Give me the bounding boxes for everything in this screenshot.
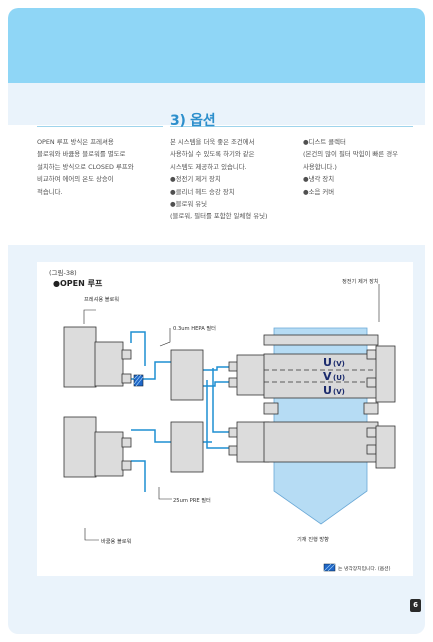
cooling-legend: 는 냉각장치입니다. (옵션) — [323, 563, 391, 572]
bottom-roller-band — [263, 421, 379, 463]
pipe — [203, 366, 229, 371]
direction-label: 기재 진행 방향 — [297, 535, 329, 543]
cooling-device — [133, 374, 144, 387]
text-line: ●디스트 콜렉터 — [303, 138, 346, 146]
text-line: 사용합니다.) — [303, 162, 337, 171]
pipe — [130, 331, 146, 366]
u-label-top: U — [323, 356, 332, 369]
text-line: 설치하는 방식으로 CLOSED 루프와 — [37, 162, 134, 171]
text-line: 비교하여 에어의 온도 상승이 — [37, 175, 114, 184]
pressure-blower-label: 프레셔용 블로워 — [84, 295, 119, 303]
v-label-bottom: (V) — [333, 388, 345, 396]
static-remover-bar — [263, 334, 379, 346]
figure-title: ●OPEN 루프 — [53, 279, 103, 288]
cooling-legend-text: 는 냉각장치입니다. (옵션) — [338, 565, 391, 572]
text-line: 사용하실 수 있도록 하기와 같은 — [170, 150, 255, 159]
pointer-line — [159, 328, 171, 347]
text-line: 적습니다. — [37, 187, 63, 196]
figure-caption: (그림-38) — [49, 269, 77, 277]
vacuum-blower — [63, 416, 132, 478]
top-roller-band — [263, 353, 379, 399]
pipe — [212, 368, 229, 433]
hepa-filter-label: 0.3um HEPA 필터 — [173, 324, 216, 332]
v-label-top: (V) — [333, 360, 345, 368]
pressure-blower — [63, 326, 132, 388]
pre-filter-label: 25um PRE 필터 — [173, 496, 211, 504]
middle-column: 본 시스템을 더욱 좋은 조건에서 사용하실 수 있도록 하기와 같은 시스템도… — [170, 136, 267, 223]
pipe — [206, 380, 229, 449]
static-remover-side — [366, 345, 396, 469]
pipe — [131, 429, 177, 443]
text-area — [8, 125, 425, 245]
text-line: ●클리너 헤드 승강 장치 — [170, 187, 235, 196]
pipe — [203, 381, 229, 387]
hepa-filter — [170, 349, 204, 401]
text-line: 본 시스템을 더욱 좋은 조건에서 — [170, 138, 255, 146]
guide-block — [363, 402, 379, 415]
static-remover-label: 정전기 제거 장치 — [342, 277, 379, 285]
text-line: 블로워와 바큠용 블로워를 별도로 — [37, 150, 126, 159]
header-band — [8, 8, 425, 83]
text-line: OPEN 루프 방식은 프레셔용 — [37, 138, 114, 146]
text-line: ●정전기 제거 장치 — [170, 175, 221, 184]
text-line: (본건의 많이 필터 막힘이 빠른 경우 — [303, 150, 398, 159]
pipe — [131, 460, 146, 492]
open-loop-diagram: U (V) V (U) U (V) 프레셔용 블로워 0.3um HEPA 필터… — [63, 277, 396, 572]
v-label-mid: V — [323, 370, 332, 383]
top-head — [228, 354, 270, 396]
right-column: ●디스트 콜렉터 (본건의 많이 필터 막힘이 빠른 경우 사용합니다.) ●냉… — [303, 136, 398, 198]
page-number: 6 — [410, 599, 421, 612]
vacuum-blower-label: 바큠용 블로워 — [101, 537, 132, 545]
text-line: ●냉각 장치 — [303, 175, 335, 184]
guide-block — [263, 402, 279, 415]
web-center-lines — [264, 369, 378, 383]
u-label-bottom: U — [323, 384, 332, 397]
text-line: ●블로워 유닛 — [170, 200, 208, 209]
text-line: 시스템도 제공하고 있습니다. — [170, 162, 247, 171]
uv-markings: U (V) V (U) U (V) — [323, 356, 345, 397]
pointer-line — [84, 528, 99, 541]
pointer-line — [158, 487, 172, 500]
text-line: (블로워, 필터를 포함한 일체형 유닛) — [170, 212, 268, 221]
pre-filter — [170, 421, 204, 473]
text-line: ●소음 커버 — [303, 187, 335, 196]
section-rule-right — [170, 126, 413, 127]
section-heading: 3) 옵션 — [170, 113, 216, 129]
u-label-mid: (U) — [333, 374, 345, 382]
left-column: OPEN 루프 방식은 프레셔용 블로워와 바큠용 블로워를 별도로 설치하는 … — [37, 136, 134, 198]
pointer-line — [83, 309, 96, 324]
section-rule-left — [37, 126, 163, 127]
bottom-head — [228, 421, 270, 463]
